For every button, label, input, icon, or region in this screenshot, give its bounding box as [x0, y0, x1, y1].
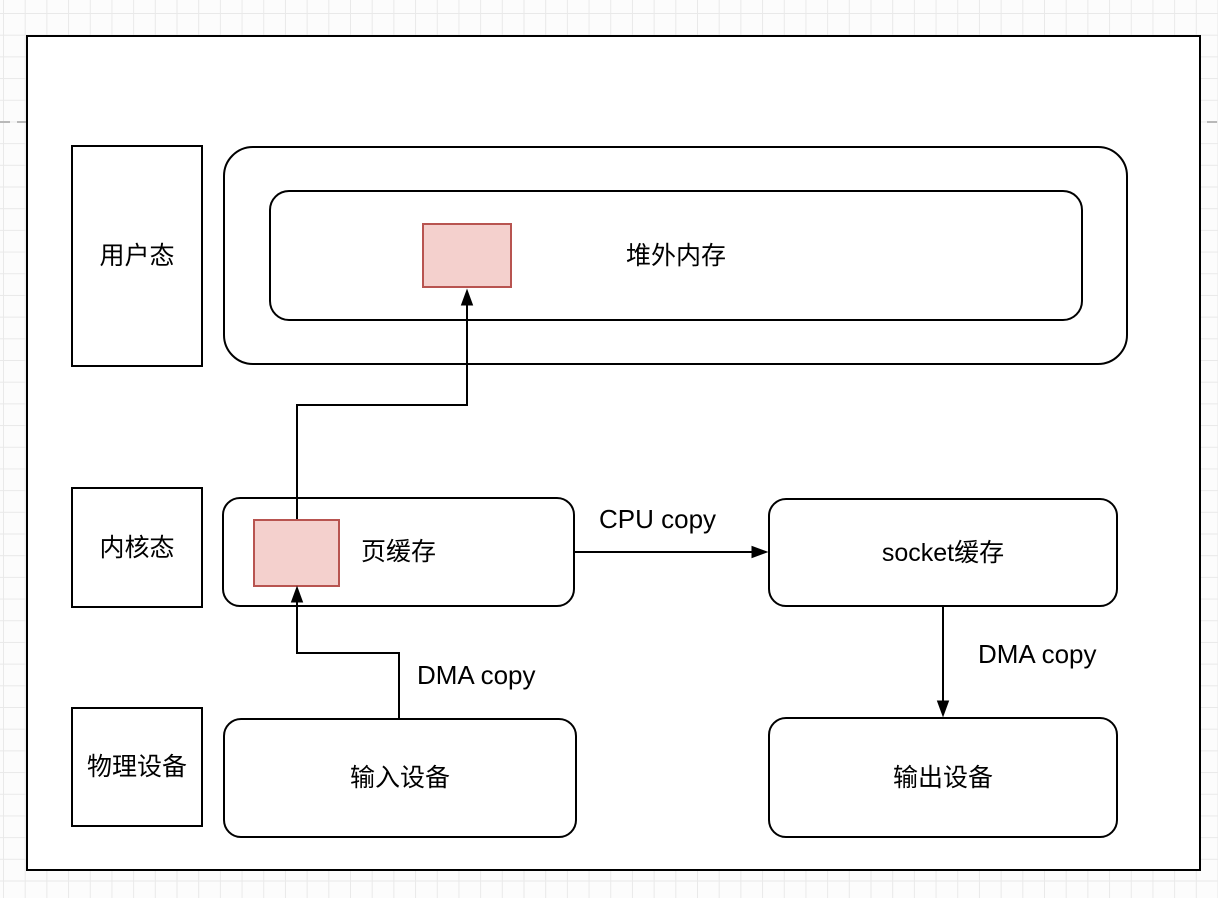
- offheap-memory-node[interactable]: 堆外内存: [269, 190, 1083, 321]
- output-device-node[interactable]: 输出设备: [768, 717, 1118, 838]
- edge-label-dma-copy-input[interactable]: DMA copy: [417, 660, 536, 690]
- input-device-label: 输入设备: [349, 764, 450, 792]
- edge-label-dma-copy-output[interactable]: DMA copy: [978, 639, 1097, 669]
- offheap-memory-label: 堆外内存: [625, 241, 726, 270]
- layer-label-physical-device: 物理设备: [86, 753, 187, 781]
- page-cache-label: 页缓存: [360, 538, 436, 566]
- pagecache-buffer-block[interactable]: [253, 519, 340, 587]
- layer-label-kernel-mode: 内核态: [99, 533, 175, 562]
- layer-label-user-mode: 用户态: [99, 242, 175, 270]
- input-device-node[interactable]: 输入设备: [223, 718, 577, 838]
- output-device-label: 输出设备: [892, 763, 993, 792]
- edge-label-cpu-copy[interactable]: CPU copy: [599, 504, 717, 534]
- layer-box-user-mode[interactable]: 用户态: [71, 145, 203, 367]
- socket-buffer-node[interactable]: socket缓存: [768, 498, 1118, 607]
- layer-box-physical-device[interactable]: 物理设备: [71, 707, 203, 827]
- layer-box-kernel-mode[interactable]: 内核态: [71, 487, 203, 608]
- socket-buffer-label: socket缓存: [881, 538, 1005, 567]
- offheap-buffer-block[interactable]: [422, 223, 512, 288]
